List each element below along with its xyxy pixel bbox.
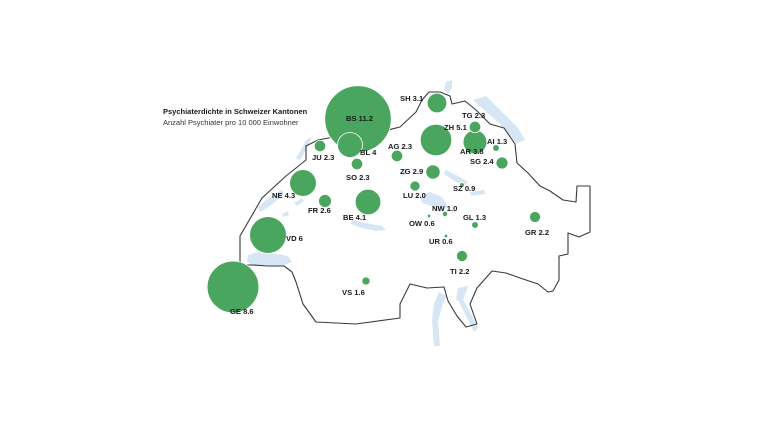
map-subtitle: Anzahl Psychiater pro 10 000 Einwohner	[163, 118, 299, 127]
label-be: BE 4.1	[343, 213, 367, 222]
bubble-fr	[318, 194, 332, 208]
label-zg: ZG 2.9	[400, 167, 423, 176]
label-ju: JU 2.3	[312, 153, 334, 162]
lake-maggiore	[432, 292, 447, 346]
label-gl: GL 1.3	[463, 213, 486, 222]
bubble-ow	[426, 213, 432, 219]
lake-lugano	[456, 286, 468, 302]
label-gr: GR 2.2	[525, 228, 549, 237]
lake-como	[459, 298, 478, 332]
canton-labels: BS 11.2 GE 8.6 VD 6 ZH 5.1 NE 4.3 BE 4.1 BL 4 A…	[230, 94, 549, 316]
label-ow: OW 0.6	[409, 219, 435, 228]
label-sh: SH 3.1	[400, 94, 424, 103]
lake-geneva	[247, 252, 292, 266]
bubble-gr	[529, 211, 541, 223]
bubble-nw	[441, 210, 449, 218]
label-ge: GE 8.6	[230, 307, 254, 316]
lake-lucerne	[420, 192, 448, 212]
river-aare	[296, 137, 312, 160]
label-vs: VS 1.6	[342, 288, 365, 297]
label-tg: TG 2.3	[462, 111, 485, 120]
bubble-be	[354, 188, 382, 216]
bubble-ge	[206, 260, 260, 314]
bubble-ju	[313, 139, 327, 153]
bubble-lu	[409, 180, 421, 192]
lake-walen	[470, 190, 485, 196]
label-sg: SG 2.4	[470, 157, 494, 166]
lake-constance	[473, 96, 525, 143]
label-ti: TI 2.2	[450, 267, 469, 276]
label-fr: FR 2.6	[308, 206, 331, 215]
label-bs: BS 11.2	[346, 114, 373, 123]
canton-bubbles	[206, 85, 541, 314]
label-bl: BL 4	[360, 148, 377, 157]
label-ai: AI 1.3	[487, 137, 507, 146]
bubble-bl	[337, 132, 363, 158]
map-title: Psychiaterdichte in Schweizer Kantonen	[163, 107, 308, 116]
label-lu: LU 2.0	[403, 191, 426, 200]
lake-hallwil	[402, 168, 406, 176]
lake-zurich	[444, 170, 468, 186]
bubble-ne	[289, 169, 317, 197]
label-so: SO 2.3	[346, 173, 370, 182]
lake-biel	[294, 198, 304, 206]
bubble-zh	[419, 123, 453, 157]
lake-neuchatel	[258, 190, 284, 212]
label-ur: UR 0.6	[429, 237, 453, 246]
bubble-tg	[468, 120, 482, 134]
bubble-sg	[495, 156, 509, 170]
lake-murten	[282, 211, 289, 217]
bubble-ur	[443, 233, 449, 239]
bubble-vs	[361, 276, 371, 286]
label-ar: AR 3.8	[460, 147, 484, 156]
bubble-zg	[425, 164, 441, 180]
bubble-sz	[459, 182, 465, 188]
lakes-and-rivers	[247, 80, 525, 346]
rhine-valley	[444, 80, 452, 94]
label-vd: VD 6	[286, 234, 303, 243]
label-ag: AG 2.3	[388, 142, 412, 151]
bubble-ti	[456, 250, 468, 262]
label-ne: NE 4.3	[272, 191, 295, 200]
bubble-gl	[471, 221, 479, 229]
switzerland-border	[239, 91, 591, 328]
bubble-so	[350, 157, 364, 171]
bubble-vd	[249, 216, 287, 254]
label-sz: SZ 0.9	[453, 184, 475, 193]
label-zh: ZH 5.1	[444, 123, 468, 132]
bubble-sh	[426, 92, 448, 114]
label-nw: NW 1.0	[432, 204, 457, 213]
bubble-ag	[390, 149, 404, 163]
bubble-ai	[492, 144, 500, 152]
lake-thun-brienz	[351, 220, 386, 231]
